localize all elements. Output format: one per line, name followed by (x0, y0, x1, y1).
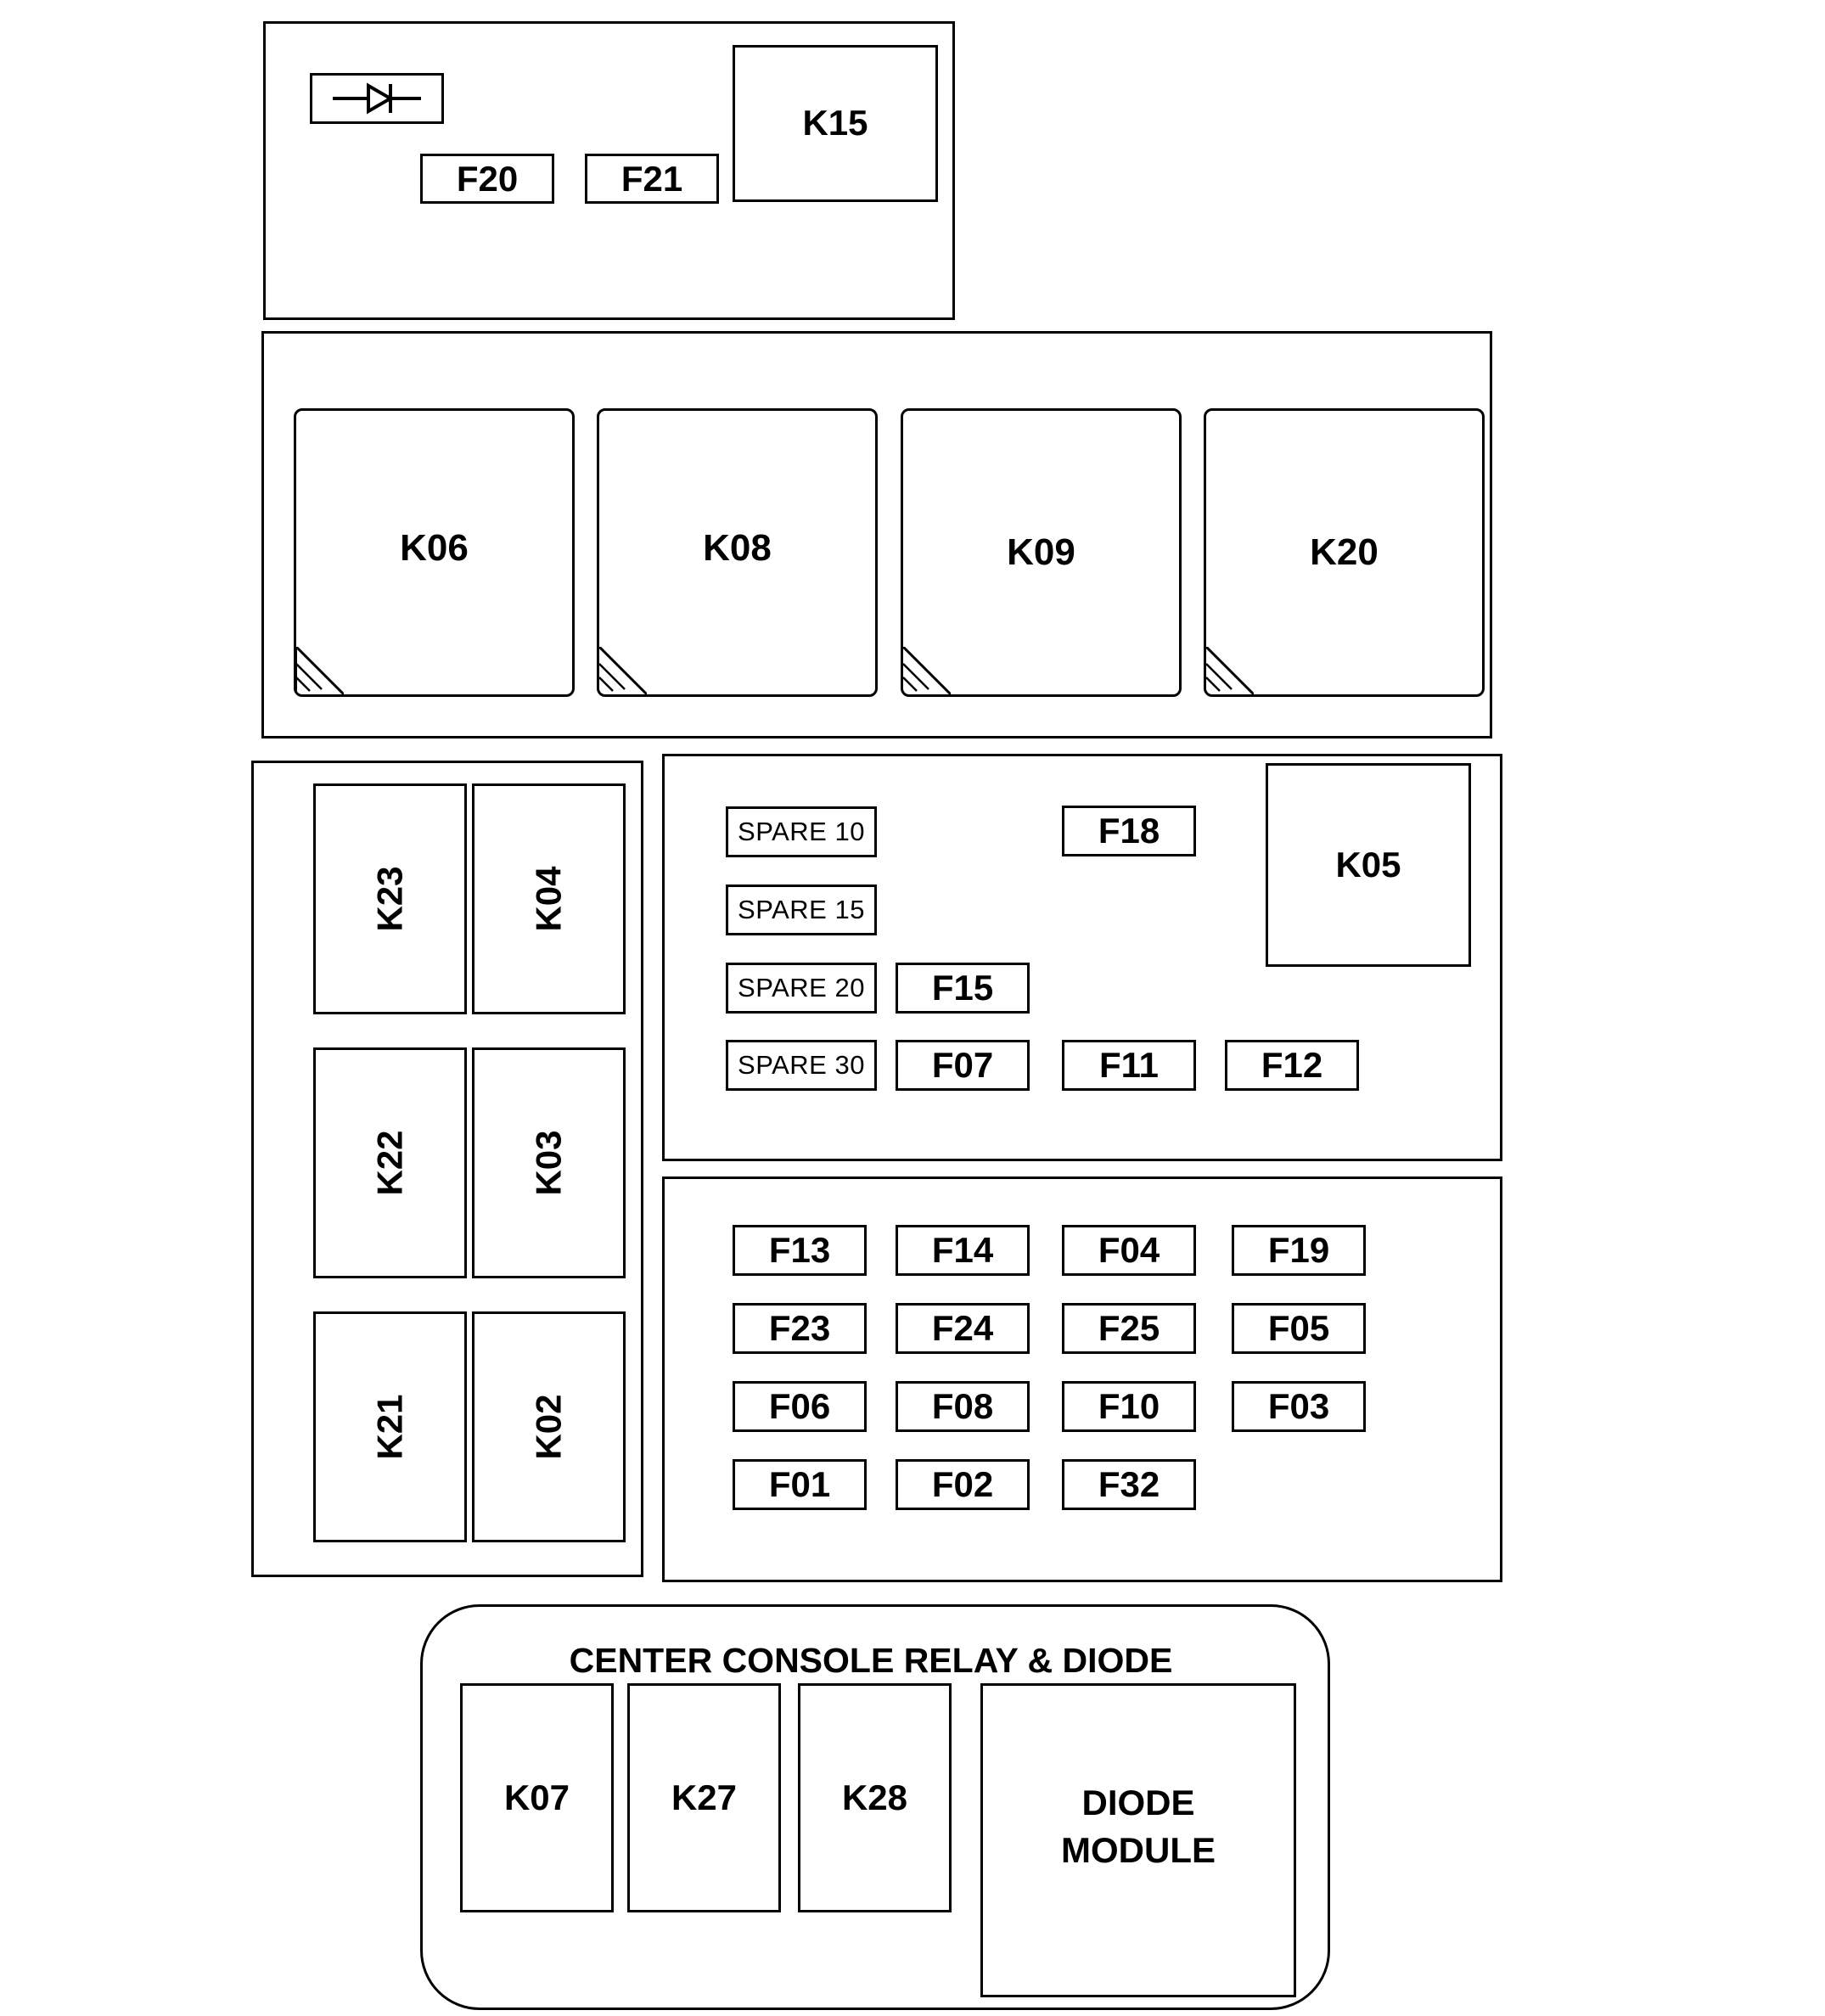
relay-k22: K22 (313, 1047, 467, 1278)
relay-k04-label: K04 (528, 866, 569, 932)
diode-icon (333, 82, 421, 115)
large-relay-panel: K06 K08 K09 K20 (261, 331, 1492, 738)
relay-k05: K05 (1266, 763, 1471, 967)
fuse-f25: F25 (1062, 1303, 1196, 1354)
relay-k27: K27 (627, 1683, 781, 1912)
fuse-f15: F15 (896, 963, 1030, 1014)
relay-k02-label: K02 (528, 1394, 569, 1460)
relay-k06-label: K06 (400, 527, 469, 569)
relay-k28: K28 (798, 1683, 952, 1912)
fuse-f18: F18 (1062, 806, 1196, 856)
fuse-grid-panel: F13 F14 F04 F19 F23 F24 F25 F05 F06 F08 … (662, 1176, 1502, 1582)
relay-k20: K20 (1204, 408, 1485, 697)
relay-k15: K15 (733, 45, 938, 202)
relay-k21-label: K21 (369, 1394, 410, 1460)
relay-k03-label: K03 (528, 1130, 569, 1196)
center-console-panel: CENTER CONSOLE RELAY & DIODE K07 K27 K28… (420, 1604, 1330, 2010)
corner-hatch-icon (296, 647, 344, 694)
spare-fuse-panel: SPARE 10 SPARE 15 SPARE 20 SPARE 30 F18 … (662, 754, 1502, 1161)
relay-k03: K03 (472, 1047, 626, 1278)
fuse-f19: F19 (1232, 1225, 1366, 1276)
fuse-f20: F20 (420, 154, 554, 204)
fuse-f10: F10 (1062, 1381, 1196, 1432)
relay-k21: K21 (313, 1311, 467, 1542)
spare-30: SPARE 30 (726, 1040, 877, 1091)
fuse-f04: F04 (1062, 1225, 1196, 1276)
fuse-f32: F32 (1062, 1459, 1196, 1510)
relay-k07: K07 (460, 1683, 614, 1912)
relay-k08-label: K08 (703, 527, 772, 569)
relay-k23: K23 (313, 783, 467, 1014)
fuse-f21: F21 (585, 154, 719, 204)
fuse-f24: F24 (896, 1303, 1030, 1354)
relay-k09: K09 (901, 408, 1182, 697)
relay-k02: K02 (472, 1311, 626, 1542)
corner-hatch-icon (1206, 647, 1254, 694)
left-relay-panel: K23 K04 K22 K03 K21 K02 (251, 761, 643, 1577)
fuse-f14: F14 (896, 1225, 1030, 1276)
relay-k06: K06 (294, 408, 575, 697)
diode-module: DIODE MODULE (980, 1683, 1296, 1997)
fuse-f03: F03 (1232, 1381, 1366, 1432)
relay-k09-label: K09 (1007, 531, 1075, 573)
fuse-f12: F12 (1225, 1040, 1359, 1091)
diode-symbol (310, 73, 444, 124)
fuse-f13: F13 (733, 1225, 867, 1276)
relay-k08: K08 (597, 408, 878, 697)
relay-k20-label: K20 (1310, 531, 1379, 573)
top-block-panel: F20 F21 K15 (263, 21, 955, 320)
fuse-f02: F02 (896, 1459, 1030, 1510)
fuse-f01: F01 (733, 1459, 867, 1510)
fuse-f06: F06 (733, 1381, 867, 1432)
spare-20: SPARE 20 (726, 963, 877, 1014)
fuse-f08: F08 (896, 1381, 1030, 1432)
relay-k23-label: K23 (369, 866, 410, 932)
fuse-f05: F05 (1232, 1303, 1366, 1354)
spare-10: SPARE 10 (726, 806, 877, 857)
corner-hatch-icon (599, 647, 647, 694)
relay-k22-label: K22 (369, 1130, 410, 1196)
diode-module-label: DIODE MODULE (1061, 1783, 1216, 1870)
corner-hatch-icon (903, 647, 951, 694)
fuse-f11: F11 (1062, 1040, 1196, 1091)
spare-15: SPARE 15 (726, 884, 877, 935)
fuse-f07: F07 (896, 1040, 1030, 1091)
center-console-title: CENTER CONSOLE RELAY & DIODE (569, 1641, 1173, 1680)
fuse-f23: F23 (733, 1303, 867, 1354)
relay-k04: K04 (472, 783, 626, 1014)
